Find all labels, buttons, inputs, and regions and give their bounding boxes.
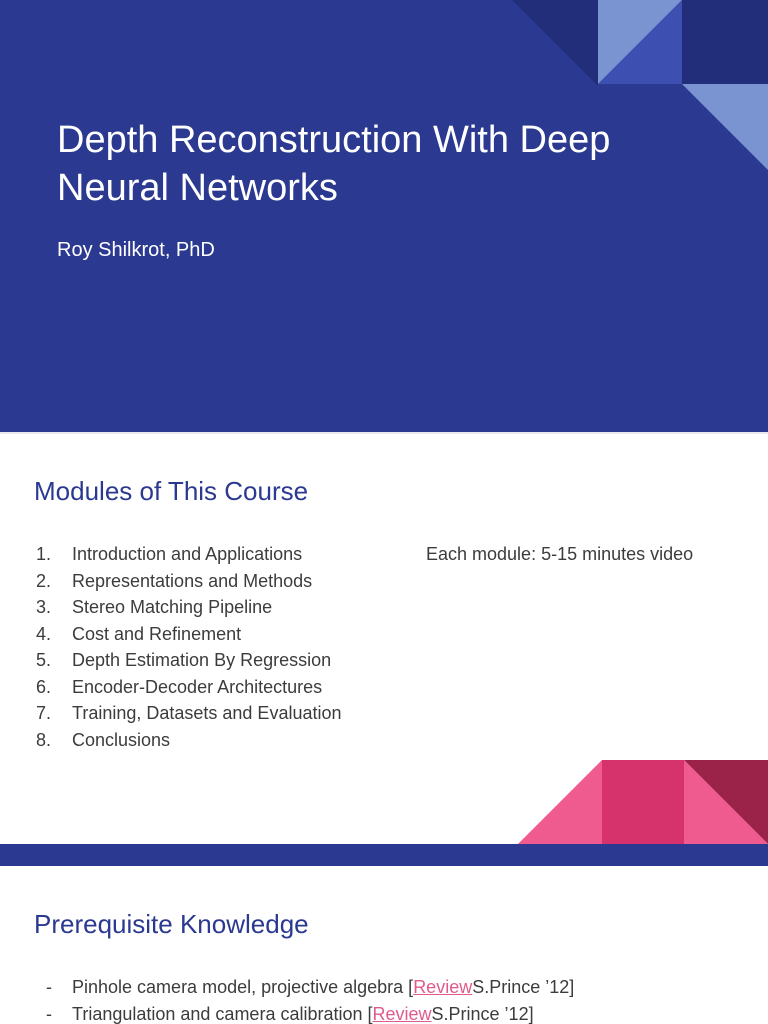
modules-list: 1. Introduction and Applications 2. Repres… <box>36 541 342 753</box>
modules-heading: Modules of This Course <box>34 476 309 506</box>
list-item-text: Representations and Methods <box>72 570 313 591</box>
list-item: 7. Training, Datasets and Evaluation <box>36 700 342 727</box>
list-item-number: 4. <box>36 623 52 644</box>
prerequisites-slide: Prerequisite Knowledge - Pinhole camera … <box>0 866 768 1024</box>
list-item: 6. Encoder-Decoder Architectures <box>36 674 342 701</box>
deco-rose-square <box>602 760 684 844</box>
slide-separator <box>0 432 768 434</box>
list-item-text: Cost and Refinement <box>72 623 242 644</box>
slide-divider-band <box>0 844 768 866</box>
prerequisites-heading: Prerequisite Knowledge <box>34 909 309 939</box>
list-item-text: Triangulation and camera calibration [ <box>72 1003 373 1024</box>
citation-text: S.Prince ’12] <box>431 1003 534 1024</box>
list-item-text: Stereo Matching Pipeline <box>72 597 273 617</box>
presenter-name: Roy Shilkrot, PhD <box>57 239 215 261</box>
list-item-text: Depth Estimation By Regression <box>72 650 332 670</box>
list-item: 8. Conclusions <box>36 727 342 754</box>
list-item-number: 2. <box>36 570 52 591</box>
list-item: 5. Depth Estimation By Regression <box>36 647 342 674</box>
list-item-text: Conclusions <box>72 729 171 750</box>
list-item-number: 7. <box>36 703 52 723</box>
list-item-text: Pinhole camera model, projective algebra… <box>72 977 414 997</box>
citation-text: S.Prince ’12] <box>472 977 575 997</box>
module-duration-note: Each module: 5-15 minutes video <box>426 544 694 564</box>
title-slide: Depth Reconstruction With Deep Neural Ne… <box>0 0 768 432</box>
modules-corner-decoration <box>518 760 768 844</box>
list-item-text: Encoder-Decoder Architectures <box>72 676 323 697</box>
list-bullet: - <box>46 977 52 997</box>
list-item: 4. Cost and Refinement <box>36 621 342 648</box>
list-item-text: Introduction and Applications <box>72 544 303 564</box>
list-item: 3. Stereo Matching Pipeline <box>36 594 342 621</box>
list-item-number: 6. <box>36 676 52 697</box>
list-item-text: Training, Datasets and Evaluation <box>72 703 342 723</box>
review-link[interactable]: Review <box>372 1003 432 1024</box>
deco-dark-square <box>682 0 768 84</box>
list-item: - Pinhole camera model, projective algeb… <box>46 974 574 1001</box>
review-link[interactable]: Review <box>413 977 473 997</box>
list-item-number: 8. <box>36 729 52 750</box>
list-item: 2. Representations and Methods <box>36 568 342 595</box>
prerequisites-list: - Pinhole camera model, projective algeb… <box>46 974 574 1024</box>
title-corner-decoration <box>512 0 768 170</box>
deco-plum-triangle <box>684 760 768 844</box>
deco-dark-triangle <box>512 0 598 86</box>
deco-mid-triangle <box>598 0 682 84</box>
deco-light-lower-triangle <box>682 84 768 170</box>
presentation-title: Depth Reconstruction With Deep Neural Ne… <box>57 119 611 209</box>
list-item-number: 1. <box>36 544 52 564</box>
list-item-number: 5. <box>36 650 52 670</box>
list-item: - Triangulation and camera calibration [… <box>46 1001 574 1024</box>
modules-slide: Modules of This Course 1. Introduction an… <box>0 434 768 844</box>
list-bullet: - <box>46 1003 52 1024</box>
deco-pink-triangle <box>518 760 602 844</box>
list-item-number: 3. <box>36 597 52 617</box>
list-item: 1. Introduction and Applications <box>36 541 342 568</box>
